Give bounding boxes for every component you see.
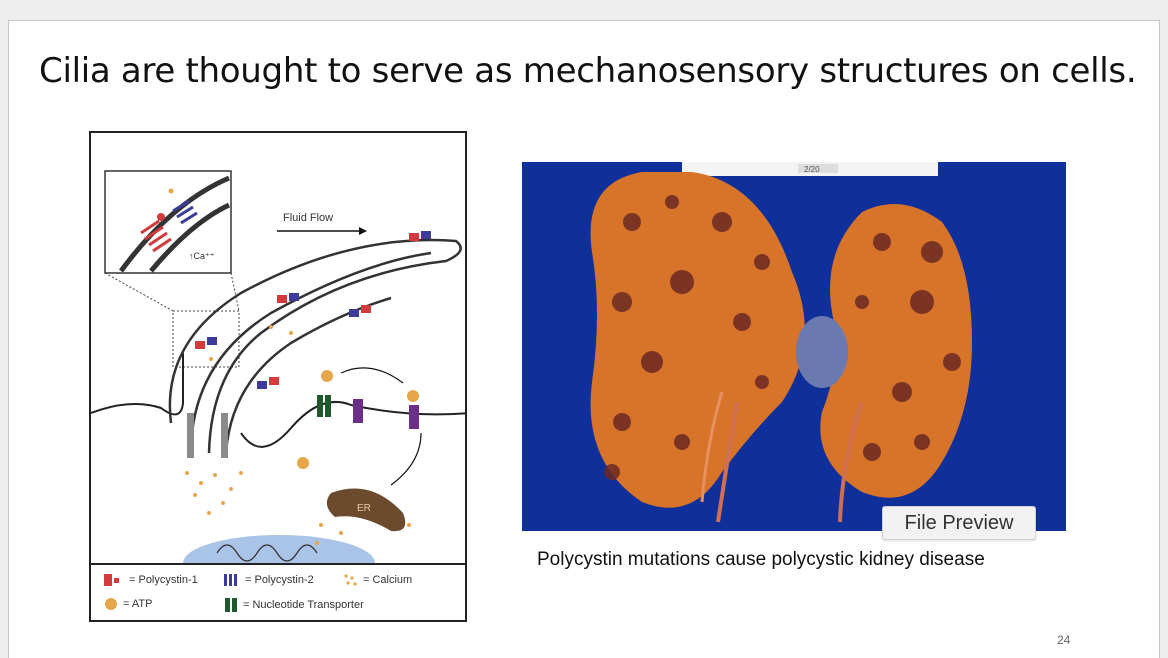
legend-polycystin2: = Polycystin-2 (223, 573, 314, 587)
fluid-flow-label: Fluid Flow (283, 212, 333, 224)
calcium-icon (344, 574, 357, 586)
legend-polycystin2-label: = Polycystin-2 (245, 574, 314, 586)
legend-calcium-label: = Calcium (363, 574, 413, 586)
left-kidney (590, 172, 805, 508)
cilium-inner (224, 296, 392, 454)
cilia-illustration: ↑Ca⁺⁺ Fluid Flow (91, 170, 465, 563)
cilia-proteins (195, 231, 431, 389)
basal-body-1 (187, 413, 194, 458)
legend-transporter-label: = Nucleotide Transporter (243, 599, 364, 611)
calcium-dots (185, 325, 411, 545)
kidney-image: 2/20 (522, 162, 1066, 531)
inset-polycystin2 (172, 199, 198, 225)
right-ureter (838, 401, 864, 523)
cilia-diagram: ↑Ca⁺⁺ Fluid Flow (89, 131, 467, 622)
dna-strand (216, 544, 318, 562)
inset-ligand (157, 213, 165, 221)
p2y-receptor (353, 399, 363, 423)
large-cyst (796, 316, 848, 388)
transporter (317, 395, 323, 417)
left-ureter (716, 401, 739, 523)
right-kidney (820, 204, 972, 498)
polycystin2-icon (224, 574, 237, 586)
inset-membrane (118, 175, 230, 273)
ruler-label: 2/20 (804, 165, 820, 174)
caption: Polycystin mutations cause polycystic ki… (537, 549, 985, 570)
legend-calcium: = Calcium (343, 573, 412, 587)
cysts (604, 195, 961, 480)
page-number: 24 (1057, 633, 1071, 647)
diagram-legend: = Polycystin-1 = Polycystin-2 = Calcium … (91, 563, 465, 620)
atp-icon (105, 598, 117, 610)
kidney-photo: 2/20 (522, 162, 1066, 531)
cilium-middle (189, 251, 432, 454)
legend-nucleotide-transporter: = Nucleotide Transporter (223, 597, 364, 613)
polycystin1-icon (104, 574, 119, 586)
inset-polycystin1 (140, 219, 172, 253)
er-label: ER (357, 503, 371, 514)
transporter-icon (225, 598, 237, 612)
inset-membrane-inner (149, 202, 231, 273)
file-preview-tooltip[interactable]: File Preview (882, 506, 1036, 540)
legend-atp: = ATP (103, 597, 152, 611)
legend-polycystin1-label: = Polycystin-1 (129, 574, 198, 586)
legend-polycystin1: = Polycystin-1 (103, 573, 198, 587)
calcium-label: ↑Ca⁺⁺ (189, 251, 215, 261)
cilium-outer (168, 238, 462, 454)
slide: Cilia are thought to serve as mechanosen… (8, 20, 1160, 658)
er-organelle (326, 488, 406, 532)
basal-body-2 (221, 413, 228, 458)
legend-atp-label: = ATP (123, 598, 153, 610)
nucleus (183, 535, 375, 563)
flow-arrow (359, 227, 367, 235)
atp-molecule (321, 370, 333, 382)
slide-title: Cilia are thought to serve as mechanosen… (39, 51, 1137, 91)
